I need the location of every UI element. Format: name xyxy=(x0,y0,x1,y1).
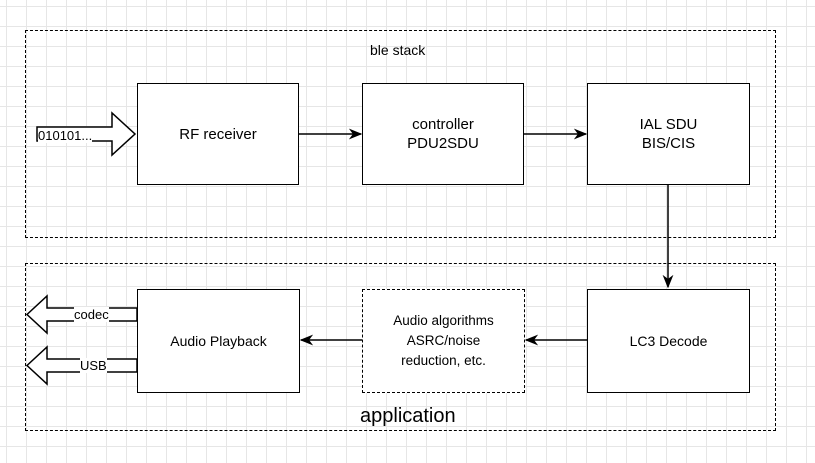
audio-algorithms-block: Audio algorithms ASRC/noise reduction, e… xyxy=(362,289,525,393)
rf-receiver-text: RF receiver xyxy=(179,125,257,143)
audio-playback-block: Audio Playback xyxy=(137,289,300,393)
usb-label: USB xyxy=(80,358,107,373)
audio-algorithms-text: Audio algorithms ASRC/noise reduction, e… xyxy=(393,313,494,368)
rf-receiver-block: RF receiver xyxy=(137,83,299,185)
application-label: application xyxy=(360,405,456,427)
application-group xyxy=(25,263,776,431)
controller-block: controller PDU2SDU xyxy=(362,83,524,185)
ble-stack-label: ble stack xyxy=(370,42,426,58)
lc3-decode-text: LC3 Decode xyxy=(629,332,708,349)
lc3-decode-block: LC3 Decode xyxy=(587,289,750,393)
controller-text: controller PDU2SDU xyxy=(407,116,479,152)
ial-sdu-text: IAL SDU BIS/CIS xyxy=(639,116,698,152)
audio-playback-text: Audio Playback xyxy=(170,332,267,349)
input-bits-label: 010101... xyxy=(38,128,93,143)
ial-sdu-block: IAL SDU BIS/CIS xyxy=(587,83,750,185)
ble-stack-group xyxy=(25,30,776,238)
codec-label: codec xyxy=(74,307,109,322)
